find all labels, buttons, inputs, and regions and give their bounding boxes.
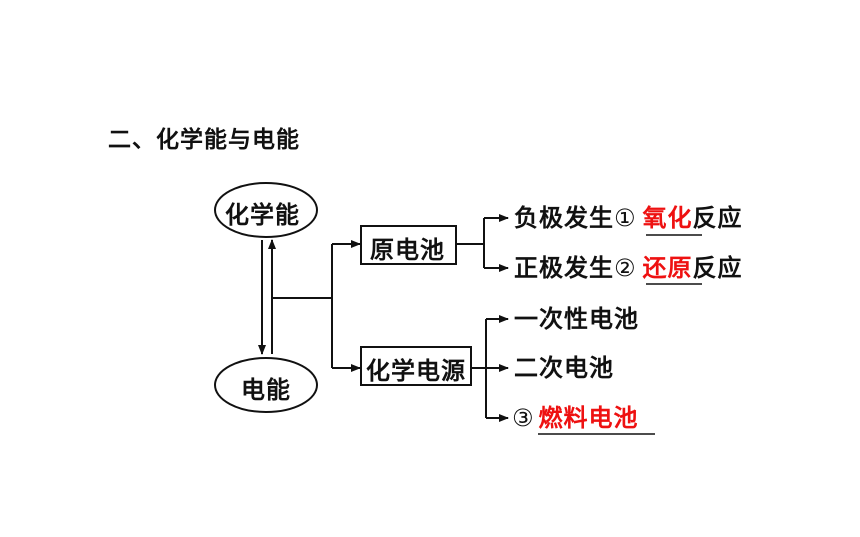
power-source-label: 化学电源 xyxy=(366,357,466,385)
blank-number-2: ② xyxy=(614,254,637,282)
primary-cell-box xyxy=(360,225,457,265)
answer-reduction: 还原 xyxy=(642,254,693,282)
blank-number-3: ③ xyxy=(512,404,535,432)
chemical-energy-ellipse xyxy=(214,182,318,238)
answer-oxidation: 氧化 xyxy=(642,204,693,232)
power-source-box xyxy=(360,346,472,386)
secondary-battery-label: 二次电池 xyxy=(514,354,614,382)
positive-suffix: 反应 xyxy=(692,254,743,282)
chemical-energy-label: 化学能 xyxy=(225,201,300,229)
primary-cell-label: 原电池 xyxy=(370,236,445,264)
electric-energy-ellipse xyxy=(214,357,318,413)
primary-battery-label: 一次性电池 xyxy=(514,305,639,333)
negative-suffix: 反应 xyxy=(692,204,743,232)
negative-prefix: 负极发生 xyxy=(514,204,614,232)
section-heading: 二、化学能与电能 xyxy=(108,127,300,153)
blank-number-1: ① xyxy=(614,204,637,232)
positive-prefix: 正极发生 xyxy=(514,254,614,282)
answer-fuel-cell: 燃料电池 xyxy=(538,404,639,432)
electric-energy-label: 电能 xyxy=(241,376,291,404)
